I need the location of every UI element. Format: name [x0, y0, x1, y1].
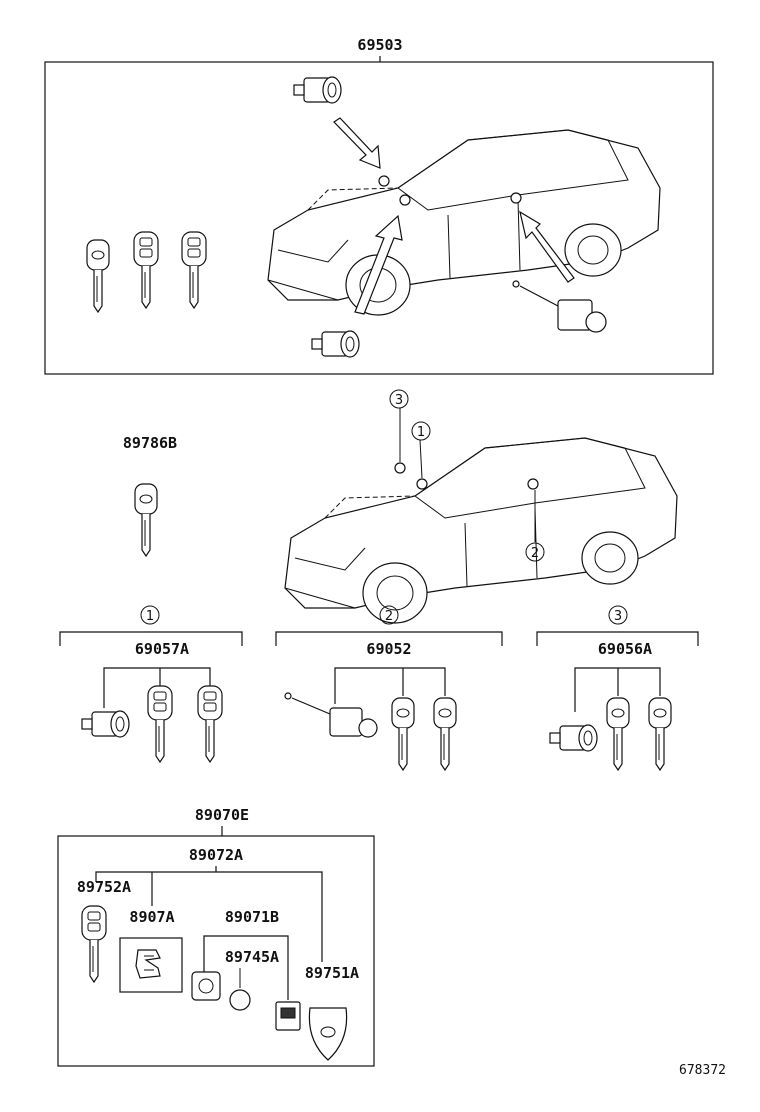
door-cylinder-icon: [512, 280, 607, 333]
car-middle: [284, 437, 678, 624]
key-icon: [133, 231, 159, 309]
callout-3: 3: [389, 389, 409, 409]
drawing-number: 678372: [679, 1063, 726, 1078]
label-69056A: 69056A: [598, 640, 652, 658]
label-89751A: 89751A: [305, 964, 359, 982]
svg-text:1: 1: [417, 425, 425, 440]
key-icon: [181, 231, 207, 309]
callout-2: 2: [525, 542, 545, 562]
label-89070E: 89070E: [195, 806, 249, 824]
label-69503: 69503: [357, 36, 402, 54]
key-icon: [433, 697, 457, 771]
key-icon: [197, 685, 223, 763]
svg-text:2: 2: [531, 546, 539, 561]
case-part-icon: [135, 949, 161, 979]
label-89786B: 89786B: [123, 434, 177, 452]
callout-1-set: 1: [140, 605, 160, 625]
cylinder-icon: [293, 76, 342, 104]
cylinder-icon: [549, 724, 598, 752]
case-box: [119, 937, 183, 993]
cylinder-icon: [311, 330, 360, 358]
svg-text:1: 1: [146, 609, 154, 624]
kit-box: [44, 61, 714, 375]
label-89752A: 89752A: [77, 878, 131, 896]
callout-2-set: 2: [379, 605, 399, 625]
callout-1: 1: [411, 421, 431, 441]
label-89745A: 89745A: [225, 948, 279, 966]
door-cylinder-icon: [284, 692, 378, 738]
arrow-icon: [519, 210, 575, 283]
key-icon: [134, 483, 158, 557]
battery-icon: [229, 989, 251, 1011]
transmitter-board-icon: [191, 971, 221, 1001]
key-icon: [606, 697, 630, 771]
label-69052: 69052: [366, 640, 411, 658]
transmitter-cover-icon: [308, 1007, 348, 1061]
car-top: [267, 129, 661, 316]
callout-3-set: 3: [608, 605, 628, 625]
key-icon: [81, 905, 107, 983]
label-69057A: 69057A: [135, 640, 189, 658]
key-icon: [648, 697, 672, 771]
key-icon: [86, 239, 110, 313]
label-8907A: 8907A: [129, 908, 174, 926]
svg-text:2: 2: [385, 609, 393, 624]
svg-text:3: 3: [614, 609, 622, 624]
label-89072A: 89072A: [189, 846, 243, 864]
svg-text:3: 3: [395, 393, 403, 408]
arrow-icon: [333, 117, 381, 169]
label-89071B: 89071B: [225, 908, 279, 926]
transmitter-box: [57, 835, 375, 1067]
cover-plate-icon: [275, 1001, 301, 1031]
key-icon: [147, 685, 173, 763]
arrow-icon: [354, 214, 403, 315]
key-icon: [391, 697, 415, 771]
cylinder-icon: [81, 710, 130, 738]
